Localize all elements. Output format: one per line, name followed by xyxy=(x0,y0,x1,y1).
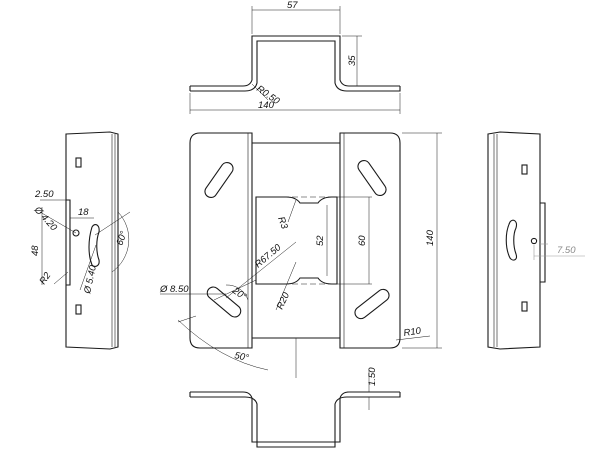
dim-left-angle: 60° xyxy=(114,230,129,247)
dim-left-radius: R2 xyxy=(37,270,53,287)
dim-right-dim: 7.50 xyxy=(557,245,576,256)
dim-top-length: 140 xyxy=(258,100,275,111)
slot-bottom-right xyxy=(354,288,390,320)
left-side-view: 2.50 18 Ø 4.20 48 60° Ø 5.40 R2 xyxy=(30,131,131,350)
dim-center-angle20: 20° xyxy=(229,285,248,303)
dim-left-edge: 2.50 xyxy=(34,189,54,200)
dim-center-r67: R67.50 xyxy=(253,242,284,271)
dim-left-hole: Ø 4.20 xyxy=(31,204,59,234)
dim-center-52: 52 xyxy=(315,235,326,246)
slot-bottom-left xyxy=(206,286,242,318)
dim-center-140: 140 xyxy=(425,229,436,246)
slot-top-right xyxy=(357,159,387,197)
dim-left-offset: 18 xyxy=(78,207,89,218)
right-side-view: 7.50 xyxy=(487,131,585,350)
dim-top-height: 35 xyxy=(347,55,358,66)
dim-center-hole: Ø 8.50 xyxy=(159,284,189,295)
dim-left-height: 48 xyxy=(30,245,41,256)
dim-bottom-thickness: 1.50 xyxy=(367,367,378,386)
slot-top-left xyxy=(204,161,234,199)
center-plan-view: R3 52 60 R67.50 R20 Ø 8.50 20° 50° R10 xyxy=(159,132,442,378)
dim-top-width: 57 xyxy=(287,0,298,11)
bottom-profile-view: 1.50 xyxy=(189,367,401,448)
dim-center-60: 60 xyxy=(357,235,368,246)
dim-center-r3: R3 xyxy=(275,215,290,231)
top-profile-view: 57 35 R0.50 140 xyxy=(189,0,401,114)
dim-center-angle50: 50° xyxy=(233,350,250,364)
dim-center-r10: R10 xyxy=(403,326,422,339)
dim-center-r20: R20 xyxy=(275,290,293,311)
dim-left-slot: Ø 5.40 xyxy=(82,264,99,296)
